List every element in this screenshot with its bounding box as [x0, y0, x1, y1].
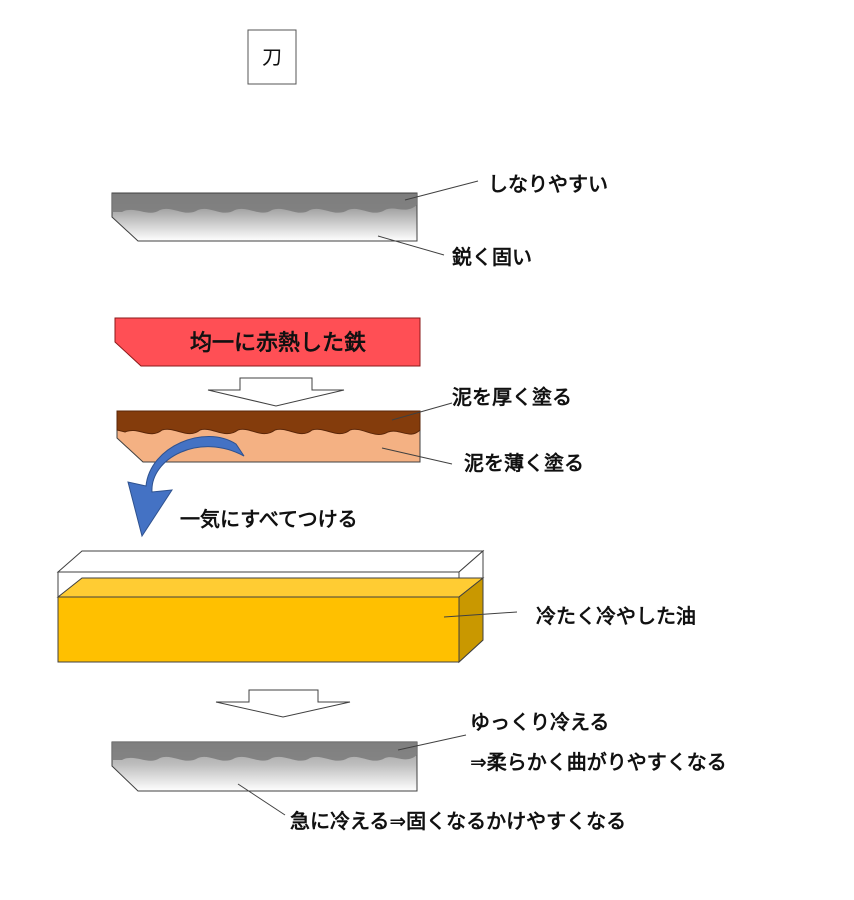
- clay-coated-bar: [116, 410, 421, 463]
- blade-bottom: [111, 741, 418, 792]
- oil-tank: [56, 549, 485, 664]
- label-oil: 冷たく冷やした油: [536, 604, 696, 628]
- quench-arrow: [127, 436, 245, 538]
- down-arrow-1: [207, 377, 345, 407]
- label-quench-action: 一気にすべてつける: [180, 507, 358, 531]
- title-box: 刀: [247, 29, 297, 85]
- page-title: 刀: [262, 45, 282, 69]
- label-hard: 鋭く固い: [452, 245, 532, 269]
- leader-oil: [443, 611, 518, 618]
- down-arrow-2: [215, 689, 351, 718]
- leader-slow: [397, 734, 467, 751]
- leader-soft: [404, 180, 479, 201]
- label-hot-iron: 均一に赤熱した鉄: [190, 330, 366, 356]
- label-fast: 急に冷える⇒固くなるかけやすくなる: [290, 809, 626, 833]
- blade-top: [111, 192, 418, 242]
- label-clay-thin: 泥を薄く塗る: [464, 451, 584, 475]
- leader-fast: [237, 783, 286, 816]
- leader-thick: [391, 402, 453, 421]
- label-soft: しなりやすい: [488, 172, 608, 196]
- leader-thin: [381, 447, 453, 465]
- label-slow-line1: ゆっくり冷える: [470, 710, 609, 734]
- hot-iron-bar: 均一に赤熱した鉄: [114, 317, 421, 367]
- label-slow-line2: ⇒柔らかく曲がりやすくなる: [470, 750, 727, 774]
- label-clay-thick: 泥を厚く塗る: [452, 385, 572, 409]
- leader-hard: [377, 235, 445, 256]
